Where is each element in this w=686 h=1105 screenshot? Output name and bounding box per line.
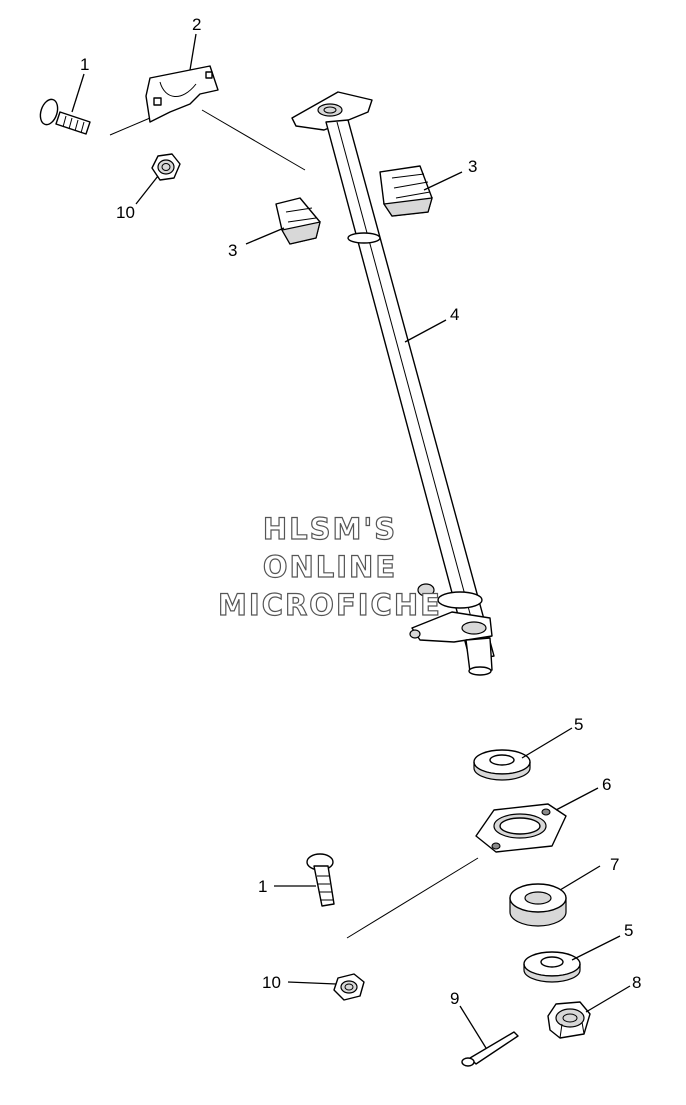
callout-9: 9 <box>450 989 459 1008</box>
carriage-bolt-bottom-part <box>306 853 335 907</box>
callout-6: 6 <box>602 775 611 794</box>
callout-4: 4 <box>450 305 459 324</box>
carriage-bolt-top-part <box>39 98 91 135</box>
washer-lower-part <box>523 951 581 983</box>
callout-3-right: 3 <box>468 157 477 176</box>
flange-nut-bottom-part <box>333 973 365 1001</box>
callout-10-top: 10 <box>116 203 135 222</box>
callout-labels: 1 2 3 3 4 10 5 6 7 5 1 10 9 8 <box>80 15 641 1008</box>
flange-nut-top-part <box>151 153 181 181</box>
watermark-line-2: ONLINE <box>262 549 398 584</box>
bearing-housing-part <box>475 803 567 853</box>
watermark-line-1: HLSM'S <box>262 511 398 546</box>
callout-1-top: 1 <box>80 55 89 74</box>
callout-2: 2 <box>192 15 201 34</box>
callout-5-lower: 5 <box>624 921 633 940</box>
callout-3-left: 3 <box>228 241 237 260</box>
callout-1-bottom: 1 <box>258 877 267 896</box>
thick-bushing-part <box>509 883 567 927</box>
assembly-guide-lines <box>109 109 479 939</box>
callout-leaders <box>71 33 631 1049</box>
castle-nut-part <box>547 1001 591 1039</box>
steering-post-part <box>291 91 495 676</box>
callout-10-bottom: 10 <box>262 973 281 992</box>
bushing-left-part <box>275 197 321 245</box>
bushing-right-part <box>379 165 433 217</box>
clamp-bracket-part <box>145 65 219 123</box>
callout-5-upper: 5 <box>574 715 583 734</box>
callout-8: 8 <box>632 973 641 992</box>
cotter-pin-part <box>461 1031 519 1067</box>
watermark-line-3: MICROFICHE <box>217 587 442 622</box>
callout-7: 7 <box>610 855 619 874</box>
washer-upper-part <box>473 749 531 781</box>
